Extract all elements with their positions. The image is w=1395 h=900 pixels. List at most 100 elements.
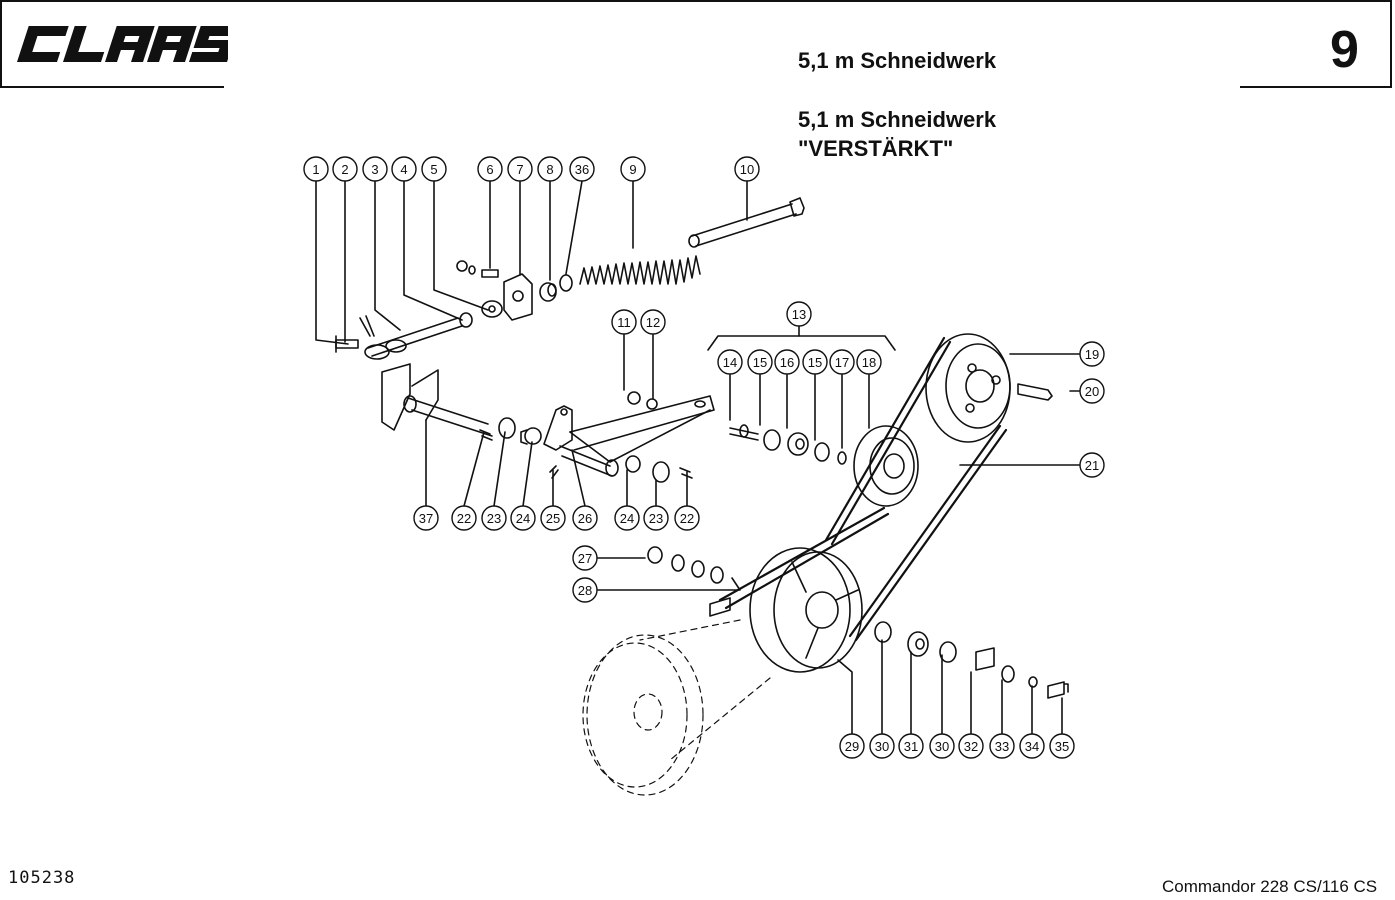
callout-25: 25 — [540, 505, 566, 531]
callout-10: 10 — [734, 156, 760, 182]
frame-right — [1390, 0, 1392, 88]
svg-text:5: 5 — [430, 162, 437, 177]
title-line-2: 5,1 m Schneidwerk — [798, 107, 997, 132]
leader-28 — [596, 577, 741, 591]
callout-36: 36 — [569, 156, 595, 182]
svg-text:15: 15 — [808, 355, 822, 370]
svg-text:23: 23 — [487, 511, 501, 526]
svg-text:32: 32 — [964, 739, 978, 754]
svg-text:1: 1 — [312, 162, 319, 177]
callout-34: 34 — [1019, 733, 1045, 759]
bushing-part — [539, 282, 557, 302]
svg-text:6: 6 — [486, 162, 493, 177]
callout-2: 2 — [332, 156, 358, 182]
callout-22b: 22 — [674, 505, 700, 531]
svg-text:15: 15 — [753, 355, 767, 370]
rod-part — [364, 317, 463, 360]
callout-11: 11 — [611, 309, 637, 335]
svg-text:13: 13 — [792, 307, 806, 322]
svg-text:19: 19 — [1085, 347, 1099, 362]
svg-text:17: 17 — [835, 355, 849, 370]
leader-23a — [493, 431, 506, 507]
callout-7: 7 — [507, 156, 533, 182]
leader-29 — [837, 659, 853, 738]
svg-text:9: 9 — [629, 162, 636, 177]
pulley-upper — [925, 333, 1011, 443]
ring-part — [559, 274, 573, 292]
callout-15b: 15 — [802, 349, 828, 375]
callout-16: 16 — [774, 349, 800, 375]
claas-logo — [17, 26, 228, 62]
frame-left — [0, 0, 2, 88]
title-line-1: 5,1 m Schneidwerk — [798, 48, 997, 73]
svg-text:18: 18 — [862, 355, 876, 370]
svg-text:14: 14 — [723, 355, 737, 370]
svg-text:8: 8 — [546, 162, 553, 177]
svg-text:35: 35 — [1055, 739, 1069, 754]
leader-5 — [433, 180, 489, 311]
svg-text:22: 22 — [680, 511, 694, 526]
svg-text:29: 29 — [845, 739, 859, 754]
key-part — [1017, 383, 1053, 401]
svg-text:33: 33 — [995, 739, 1009, 754]
svg-text:3: 3 — [371, 162, 378, 177]
callout-24a: 24 — [510, 505, 536, 531]
callout-23b: 23 — [643, 505, 669, 531]
plate-part — [503, 273, 533, 321]
callout-4: 4 — [391, 156, 417, 182]
callout-30a: 30 — [869, 733, 895, 759]
header-rule-left — [0, 86, 224, 88]
callout-30b: 30 — [929, 733, 955, 759]
bracket-part — [381, 363, 493, 437]
svg-text:4: 4 — [400, 162, 407, 177]
callout-13: 13 — [786, 301, 812, 327]
title-line-3: "VERSTÄRKT" — [798, 136, 954, 161]
svg-text:10: 10 — [740, 162, 754, 177]
leader-36 — [565, 180, 583, 275]
callout-9: 9 — [620, 156, 646, 182]
callout-35: 35 — [1049, 733, 1075, 759]
callout-31: 31 — [898, 733, 924, 759]
svg-text:26: 26 — [578, 511, 592, 526]
svg-text:25: 25 — [546, 511, 560, 526]
callout-5: 5 — [421, 156, 447, 182]
callout-8: 8 — [537, 156, 563, 182]
leader-22a — [463, 431, 485, 507]
svg-text:28: 28 — [578, 583, 592, 598]
callout-24b: 24 — [614, 505, 640, 531]
svg-text:23: 23 — [649, 511, 663, 526]
callout-32: 32 — [958, 733, 984, 759]
callout-33: 33 — [989, 733, 1015, 759]
svg-text:12: 12 — [646, 315, 660, 330]
callout-6: 6 — [477, 156, 503, 182]
callout-1: 1 — [303, 156, 329, 182]
callout-15a: 15 — [747, 349, 773, 375]
svg-text:31: 31 — [904, 739, 918, 754]
svg-text:24: 24 — [516, 511, 530, 526]
svg-text:24: 24 — [620, 511, 634, 526]
svg-text:36: 36 — [575, 162, 589, 177]
callout-18: 18 — [856, 349, 882, 375]
svg-text:37: 37 — [419, 511, 433, 526]
leader-1 — [315, 180, 349, 345]
svg-text:27: 27 — [578, 551, 592, 566]
svg-text:21: 21 — [1085, 458, 1099, 473]
callout-26: 26 — [572, 505, 598, 531]
leader-26 — [571, 449, 586, 507]
leader-4 — [403, 180, 463, 321]
spring-part — [579, 255, 701, 285]
callout-17: 17 — [829, 349, 855, 375]
bolt-part — [335, 335, 359, 353]
callout-37: 37 — [413, 505, 439, 531]
svg-text:30: 30 — [875, 739, 889, 754]
callout-29: 29 — [839, 733, 865, 759]
model-name: Commandor 228 CS/116 CS — [1162, 877, 1378, 896]
belt-part — [718, 336, 1008, 642]
svg-text:7: 7 — [516, 162, 523, 177]
svg-text:2: 2 — [341, 162, 348, 177]
washer-part — [481, 300, 503, 318]
dashed-belt — [582, 619, 771, 796]
callout-21: 21 — [1079, 452, 1105, 478]
callout-23a: 23 — [481, 505, 507, 531]
